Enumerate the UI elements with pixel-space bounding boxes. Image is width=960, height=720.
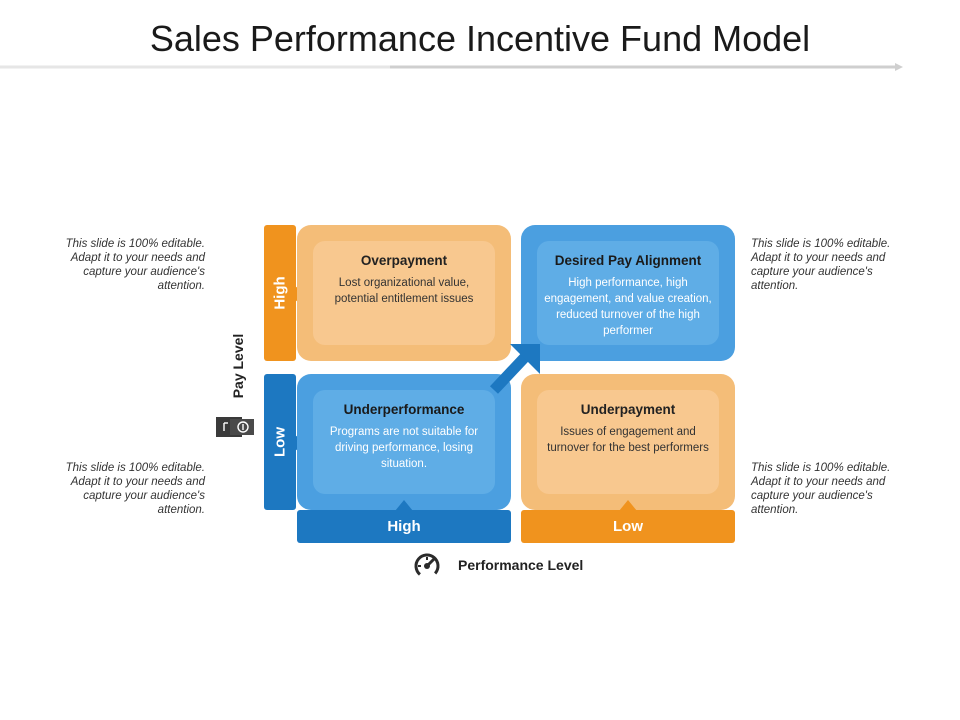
money-icon <box>216 417 254 437</box>
quadrant-heading: Overpayment <box>360 253 448 268</box>
quadrant-body: Programs are not suitable for driving pe… <box>329 426 479 470</box>
quadrant-body: Lost organizational value, potential ent… <box>334 277 474 305</box>
quadrant-body: High performance, high engagement, and v… <box>544 277 712 337</box>
quadrant-desired-pay-alignment: Desired Pay Alignment High performance, … <box>521 225 735 361</box>
quadrant-overpayment: Overpayment Lost organizational value, p… <box>297 225 511 361</box>
y-axis-high-bar: High <box>264 225 296 361</box>
quadrant-underpayment: Underpayment Issues of engagement and tu… <box>521 374 735 510</box>
quadrant-desired-pay-alignment-panel: Desired Pay Alignment High performance, … <box>537 241 719 345</box>
quadrant-underperformance-panel: Underperformance Programs are not suitab… <box>313 390 495 494</box>
quadrant-heading: Underperformance <box>343 402 465 417</box>
y-axis-low-label: Low <box>271 427 289 457</box>
x-axis-high-label: High <box>387 518 421 535</box>
x-axis-low-label: Low <box>613 518 643 535</box>
quadrant-overpayment-panel: Overpayment Lost organizational value, p… <box>313 241 495 345</box>
quadrant-underperformance: Underperformance Programs are not suitab… <box>297 374 511 510</box>
speedometer-icon <box>414 553 440 579</box>
y-axis-high-label: High <box>271 276 289 310</box>
quadrant-underpayment-panel: Underpayment Issues of engagement and tu… <box>537 390 719 494</box>
title-underline <box>0 63 903 71</box>
x-high-pointer <box>395 500 413 511</box>
page-title: Sales Performance Incentive Fund Model <box>149 18 811 59</box>
quadrant-heading: Desired Pay Alignment <box>554 253 702 268</box>
quadrant-body: Issues of engagement and turnover for th… <box>547 426 709 454</box>
quadrant-heading: Underpayment <box>580 402 676 417</box>
y-axis-low-bar: Low <box>264 374 296 510</box>
side-note-top-right: This slide is 100% editable. Adapt it to… <box>751 238 891 292</box>
side-note-bottom-right: This slide is 100% editable. Adapt it to… <box>751 462 891 516</box>
side-note-bottom-left: This slide is 100% editable. Adapt it to… <box>65 462 205 516</box>
x-axis-low-bar: Low <box>521 510 735 543</box>
x-axis-label: Performance Level <box>458 557 584 573</box>
y-axis-label: Pay Level <box>230 333 246 399</box>
x-axis-high-bar: High <box>297 510 511 543</box>
x-low-pointer <box>619 500 637 511</box>
alignment-arrow-icon <box>489 344 540 394</box>
side-note-top-left: This slide is 100% editable. Adapt it to… <box>65 238 205 292</box>
